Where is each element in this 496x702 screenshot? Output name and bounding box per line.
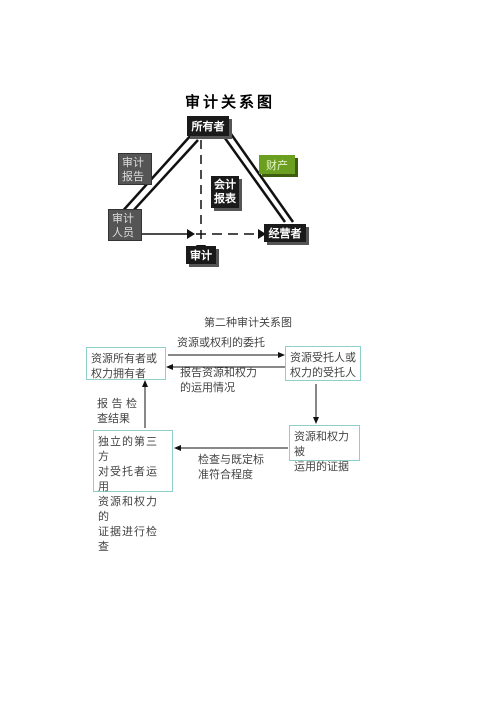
check-conformity-line2: 准符合程度 — [198, 468, 253, 481]
third-party-box: 独立的第三方 对受托者运用 资源和权力的 证据进行检查 — [93, 430, 173, 553]
third-party-line1: 独立的第三方 — [98, 435, 158, 463]
third-party-line2: 对受托者运用 — [98, 465, 158, 493]
manager-box: 经营者 — [264, 224, 306, 242]
audit-report-box: 审计 报告 — [118, 153, 152, 185]
resource-trustee-line1: 资源受托人或 — [290, 351, 356, 364]
resource-owner-line2: 权力拥有者 — [91, 367, 146, 380]
accounting-statements-line1: 会计 — [214, 178, 236, 191]
auditor-line2: 人员 — [112, 226, 134, 239]
auditor-line1: 审计 — [112, 212, 134, 225]
evidence-line1: 资源和权力被 — [294, 430, 349, 458]
report-result-line2: 查结果 — [97, 412, 130, 425]
auditor-box: 审计 人员 — [108, 209, 142, 241]
resource-owner-box: 资源所有者或 权力拥有者 — [86, 347, 166, 380]
resource-trustee-box: 资源受托人或 权力的受托人 — [285, 346, 361, 381]
property-box: 财产 — [259, 155, 295, 174]
check-conformity-line1: 检查与既定标 — [198, 453, 264, 466]
report-usage-label: 报告资源和权力 的运用情况 — [180, 365, 257, 395]
report-result-label: 报 告 检 查结果 — [97, 396, 137, 426]
audit-report-line1: 审计 — [122, 156, 144, 169]
delegation-label: 资源或权利的委托 — [177, 336, 265, 349]
third-party-line4: 证据进行检查 — [98, 525, 158, 553]
audit-box: 审计 — [186, 246, 216, 264]
resource-trustee-line2: 权力的受托人 — [290, 366, 356, 379]
diagram2-title: 第二种审计关系图 — [204, 316, 292, 329]
third-party-line3: 资源和权力的 — [98, 495, 158, 523]
accounting-statements-box: 会计 报表 — [211, 176, 239, 208]
evidence-box: 资源和权力被 运用的证据 — [289, 425, 360, 473]
audit-report-line2: 报告 — [122, 170, 144, 183]
evidence-line2: 运用的证据 — [294, 460, 349, 473]
report-result-line1: 报 告 检 — [97, 397, 137, 410]
resource-owner-line1: 资源所有者或 — [91, 352, 157, 365]
report-usage-line2: 的运用情况 — [180, 381, 235, 394]
report-usage-line1: 报告资源和权力 — [180, 366, 257, 379]
owner-box: 所有者 — [187, 116, 229, 136]
check-conformity-label: 检查与既定标 准符合程度 — [198, 452, 264, 482]
accounting-statements-line2: 报表 — [214, 192, 236, 205]
diagram1-title: 审计关系图 — [185, 93, 276, 111]
